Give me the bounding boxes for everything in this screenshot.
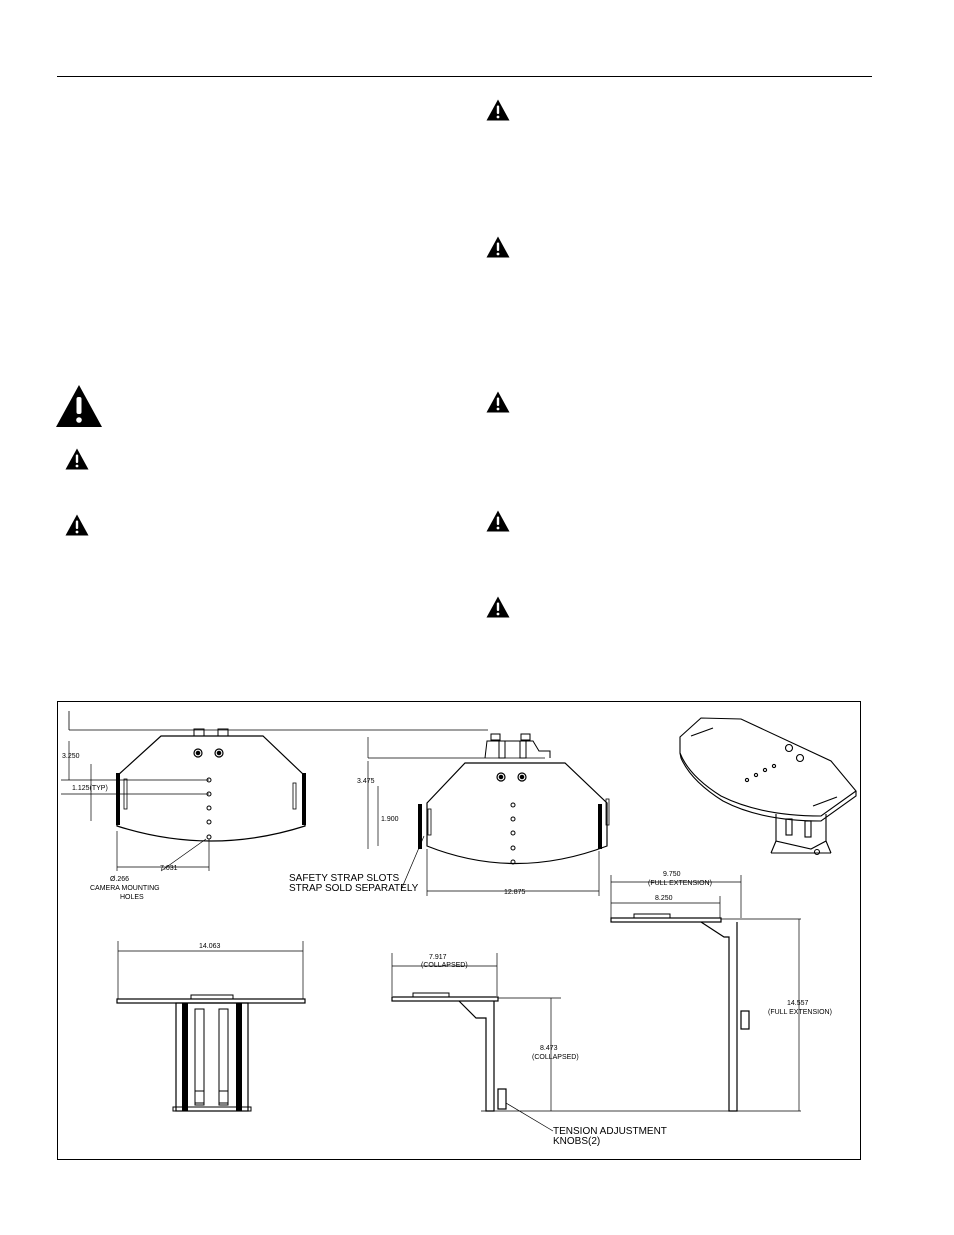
- center-view: 3.475 1.900 12.875 SAFETY STRAP SLOTS ST…: [289, 733, 610, 896]
- hole-dim-label: Ø.266: [110, 876, 129, 883]
- header-rule: [57, 76, 872, 77]
- technical-drawing-frame: 3.250 1.125(TYP) 7.031 Ø.266 CAMERA MOUN…: [57, 701, 861, 1160]
- technical-drawing: 3.250 1.125(TYP) 7.031 Ø.266 CAMERA MOUN…: [61, 711, 857, 1147]
- dim-full-label: 9.750: [663, 871, 681, 878]
- dim-width-label: 7.917: [429, 954, 447, 961]
- side-view-collapsed: 7.917 (COLLAPSED) 8.473 (COLLAPSED) TENS…: [391, 953, 801, 1147]
- dim-width-label: 12.875: [504, 889, 526, 896]
- knob-label-line2: KNOBS(2): [553, 1136, 600, 1147]
- dim-height-note: (COLLAPSED): [532, 1054, 579, 1061]
- dim-width-note: (COLLAPSED): [421, 962, 468, 969]
- dim-width-label: 14.063: [199, 943, 221, 950]
- dim-height-label: 3.475: [357, 778, 375, 785]
- hole-label-line2: HOLES: [120, 894, 144, 901]
- side-view-extended: 9.750 (FULL EXTENSION) 8.250 14.557 (FUL…: [610, 871, 832, 1112]
- side-view-bottom-left: 14.063: [116, 941, 306, 1112]
- dim-height-label: 8.473: [540, 1045, 558, 1052]
- warning-triangle-icon: [486, 510, 510, 532]
- front-view: 3.250 1.125(TYP) 7.031 Ø.266 CAMERA MOUN…: [61, 711, 488, 901]
- knob-label-line1: TENSION ADJUSTMENT: [553, 1126, 667, 1137]
- warning-triangle-icon: [56, 385, 102, 427]
- warning-triangle-icon: [486, 236, 510, 258]
- strap-label-line1: SAFETY STRAP SLOTS: [289, 873, 400, 884]
- dim-height-label: 14.557: [787, 1000, 809, 1007]
- warning-triangle-icon: [65, 448, 89, 470]
- warning-triangle-icon: [486, 99, 510, 121]
- warning-triangle-icon: [65, 514, 89, 536]
- strap-label-line2: STRAP SOLD SEPARATELY: [289, 883, 419, 894]
- warning-triangle-icon: [486, 596, 510, 618]
- warning-triangle-icon: [486, 391, 510, 413]
- dim-spacing-label: 1.125(TYP): [72, 785, 108, 792]
- dim-partial-label: 8.250: [655, 895, 673, 902]
- dim-offset-label: 7.031: [160, 865, 178, 872]
- dim-slot-label: 1.900: [381, 816, 399, 823]
- dim-height-label: 3.250: [62, 753, 80, 760]
- dim-height-note: (FULL EXTENSION): [768, 1009, 832, 1016]
- hole-label-line1: CAMERA MOUNTING: [90, 885, 160, 892]
- isometric-view: [679, 717, 857, 856]
- dim-full-note: (FULL EXTENSION): [648, 880, 712, 887]
